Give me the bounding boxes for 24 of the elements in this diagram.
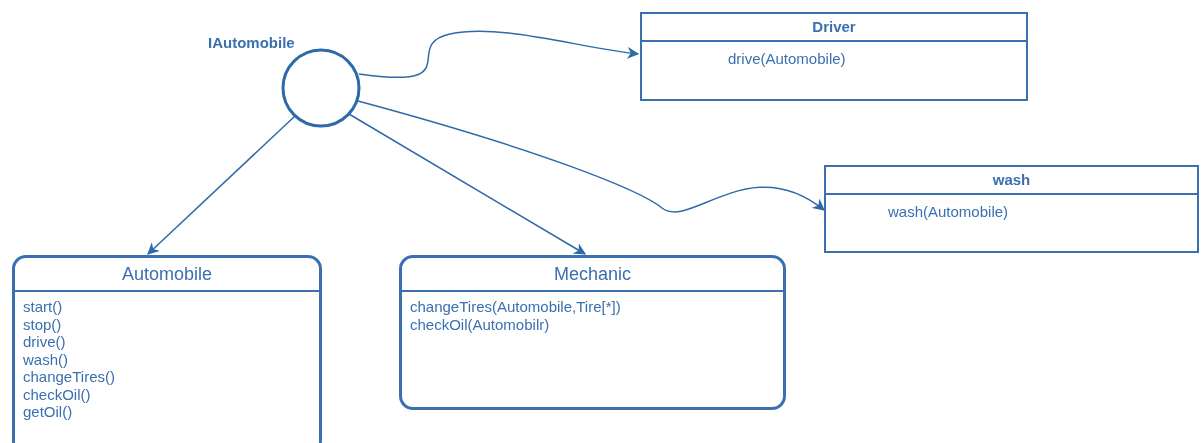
method-text: wash() — [23, 350, 68, 368]
class-name: Driver — [812, 16, 856, 37]
method-text: drive(Automobile) — [728, 50, 847, 68]
arrow — [348, 113, 587, 255]
class-name: Automobile — [121, 262, 213, 286]
class-name: Mechanic — [553, 262, 631, 286]
arrow — [358, 30, 640, 79]
class-box — [399, 255, 786, 410]
arrow — [147, 115, 296, 255]
method-text: start() — [23, 298, 63, 316]
interface-name: IAutomobile — [208, 33, 295, 53]
method-text: drive() — [23, 333, 66, 351]
method-text: changeTires() — [23, 368, 115, 386]
method-text: changeTires(Automobile,Tire[*]) — [410, 298, 621, 316]
class-box — [640, 12, 1028, 101]
method-text: checkOil(Automobilr) — [410, 315, 550, 333]
class-box — [824, 165, 1199, 253]
method-text: stop() — [23, 315, 62, 333]
method-text: getOil() — [23, 403, 73, 421]
class-name: wash — [992, 169, 1031, 190]
method-text: wash(Automobile) — [888, 203, 1010, 221]
class-box — [12, 255, 322, 443]
arrow — [357, 100, 825, 213]
method-text: checkOil() — [23, 385, 91, 403]
